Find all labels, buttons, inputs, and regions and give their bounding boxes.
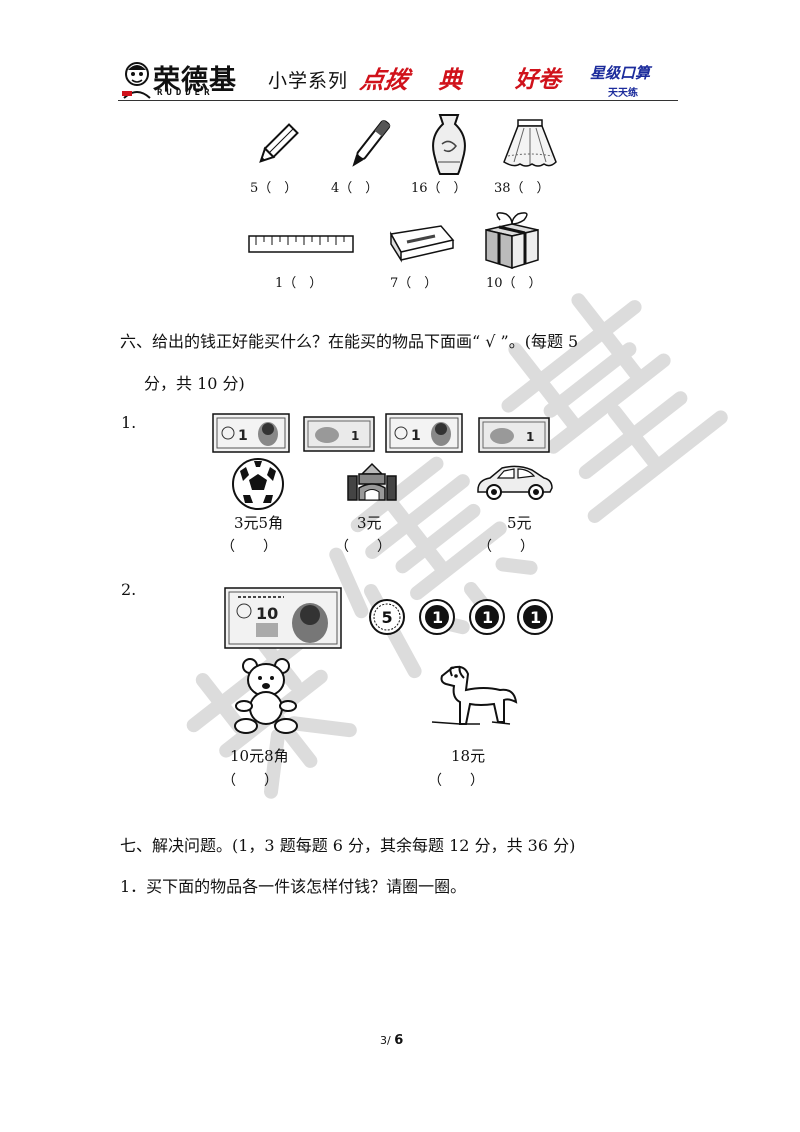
pencil-icon [259, 123, 299, 163]
banner-tiantianlian: 天天练 [608, 88, 638, 99]
banknote-value: 10 [256, 604, 278, 623]
section6-title-line2: 分，共 10 分) [144, 374, 245, 393]
item-label-skirt: 38（ ） [494, 181, 550, 196]
section7-q1: 1．买下面的物品各一件该怎样付钱？请圈一圈。 [120, 877, 467, 896]
eraser-icon [389, 225, 455, 263]
coin-value: 1 [432, 608, 443, 627]
coin-5-jiao-icon: 5 [369, 599, 405, 635]
toy-horse-icon [431, 665, 518, 725]
page-current: 3 [380, 1034, 387, 1047]
banknote-1-yuan-icon: 1 [212, 413, 290, 453]
page-number: 3/ 6 [380, 1033, 403, 1048]
coin-1-yuan-icon: 1 [469, 599, 505, 635]
banknote-10-yuan-icon: 10 [224, 587, 342, 649]
teddy-bear-icon [234, 658, 298, 734]
price-football: 3元5角 [234, 514, 284, 532]
brand-logo-icon [122, 62, 151, 99]
banknote-1-jiao-icon: 1 [478, 417, 550, 453]
price-blocks: 3元 [357, 514, 382, 532]
coin-1-yuan-icon: 1 [419, 599, 455, 635]
toy-car-icon [477, 465, 553, 500]
coin-value: 1 [482, 608, 493, 627]
answer-car[interactable]: （ ） [478, 539, 534, 555]
page-total: 6 [394, 1033, 404, 1048]
svg-text:1: 1 [411, 428, 421, 444]
item-label-pencil: 5（ ） [250, 181, 298, 196]
page-separator: / [387, 1034, 391, 1047]
item-label-eraser: 7（ ） [390, 276, 438, 291]
price-horse: 18元 [451, 747, 486, 765]
svg-text:1: 1 [238, 428, 248, 444]
section7-title: 七、解决问题。(1，3 题每题 6 分，其余每题 12 分，共 36 分) [120, 836, 576, 855]
vase-icon [432, 114, 466, 175]
answer-teddy-bear[interactable]: （ ） [222, 773, 278, 789]
coin-1-yuan-icon: 1 [517, 599, 553, 635]
pen-icon [352, 119, 391, 167]
svg-text:1: 1 [351, 429, 359, 443]
item-label-pen: 4（ ） [331, 181, 379, 196]
ruler-icon [248, 235, 354, 253]
building-blocks-icon [347, 462, 397, 501]
item-label-gift: 10（ ） [486, 276, 542, 291]
banner-xingji-kousuan: 星级口算 [590, 64, 651, 82]
q1-number: 1. [121, 413, 137, 432]
skirt-icon [503, 119, 557, 167]
price-car: 5元 [507, 514, 532, 532]
price-teddy-bear: 10元8角 [230, 747, 289, 765]
answer-blocks[interactable]: （ ） [335, 539, 391, 555]
header-rule [118, 100, 678, 101]
banknote-1-yuan-icon: 1 [385, 413, 463, 453]
series-title: 小学系列 [268, 70, 349, 92]
banknote-1-jiao-icon: 1 [303, 416, 375, 452]
answer-horse[interactable]: （ ） [428, 773, 484, 789]
football-icon [232, 458, 284, 510]
brand-name: 荣德基 [153, 65, 237, 96]
banner-haojuan: 好卷 [515, 67, 561, 93]
section6-title-line1: 六、给出的钱正好能买什么？在能买的物品下面画“ √ ”。(每题 5 [120, 332, 579, 351]
svg-text:1: 1 [526, 430, 534, 444]
coin-value: 5 [382, 608, 393, 627]
banner-dianbo: 点拨 [358, 66, 412, 94]
coin-value: 1 [530, 608, 541, 627]
gift-box-icon [485, 212, 539, 270]
banner-dian: 典 [438, 66, 462, 94]
item-label-ruler: 1（ ） [275, 276, 323, 291]
brand-subtitle: RUDDER [157, 88, 214, 98]
q2-number: 2. [121, 580, 137, 599]
item-label-vase: 16（ ） [411, 181, 467, 196]
answer-football[interactable]: （ ） [221, 539, 277, 555]
